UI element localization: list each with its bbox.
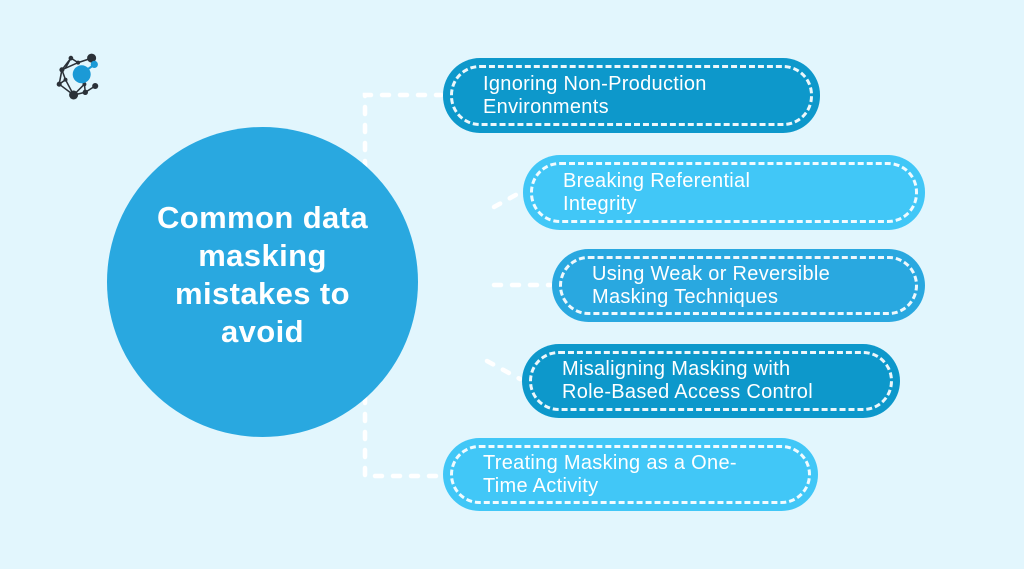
pill-label: Treating Masking as a One- Time Activity bbox=[483, 451, 737, 497]
pill-label: Misaligning Masking with Role-Based Acce… bbox=[562, 358, 813, 403]
central-topic-title: Common data masking mistakes to avoid bbox=[156, 200, 369, 349]
connector-item-1 bbox=[362, 92, 444, 171]
pill-one-time-activity: Treating Masking as a One- Time Activity bbox=[443, 438, 818, 511]
connector-item-5 bbox=[362, 393, 444, 479]
pill-label: Breaking Referential Integrity bbox=[563, 169, 751, 215]
pill-misaligning-rbac: Misaligning Masking with Role-Based Acce… bbox=[522, 344, 900, 418]
pill-ignoring-non-production: Ignoring Non-Production Environments bbox=[443, 58, 820, 133]
pill-label: Using Weak or Reversible Masking Techniq… bbox=[592, 262, 831, 308]
pill-weak-reversible-masking: Using Weak or Reversible Masking Techniq… bbox=[552, 249, 925, 322]
connector-item-4 bbox=[484, 358, 523, 382]
network-logo-icon bbox=[56, 53, 99, 100]
connector-item-2 bbox=[491, 189, 524, 210]
central-topic-circle: Common data masking mistakes to avoid bbox=[107, 127, 418, 437]
pill-breaking-referential-integrity: Breaking Referential Integrity bbox=[523, 155, 925, 230]
pill-label: Ignoring Non-Production Environments bbox=[483, 72, 707, 118]
